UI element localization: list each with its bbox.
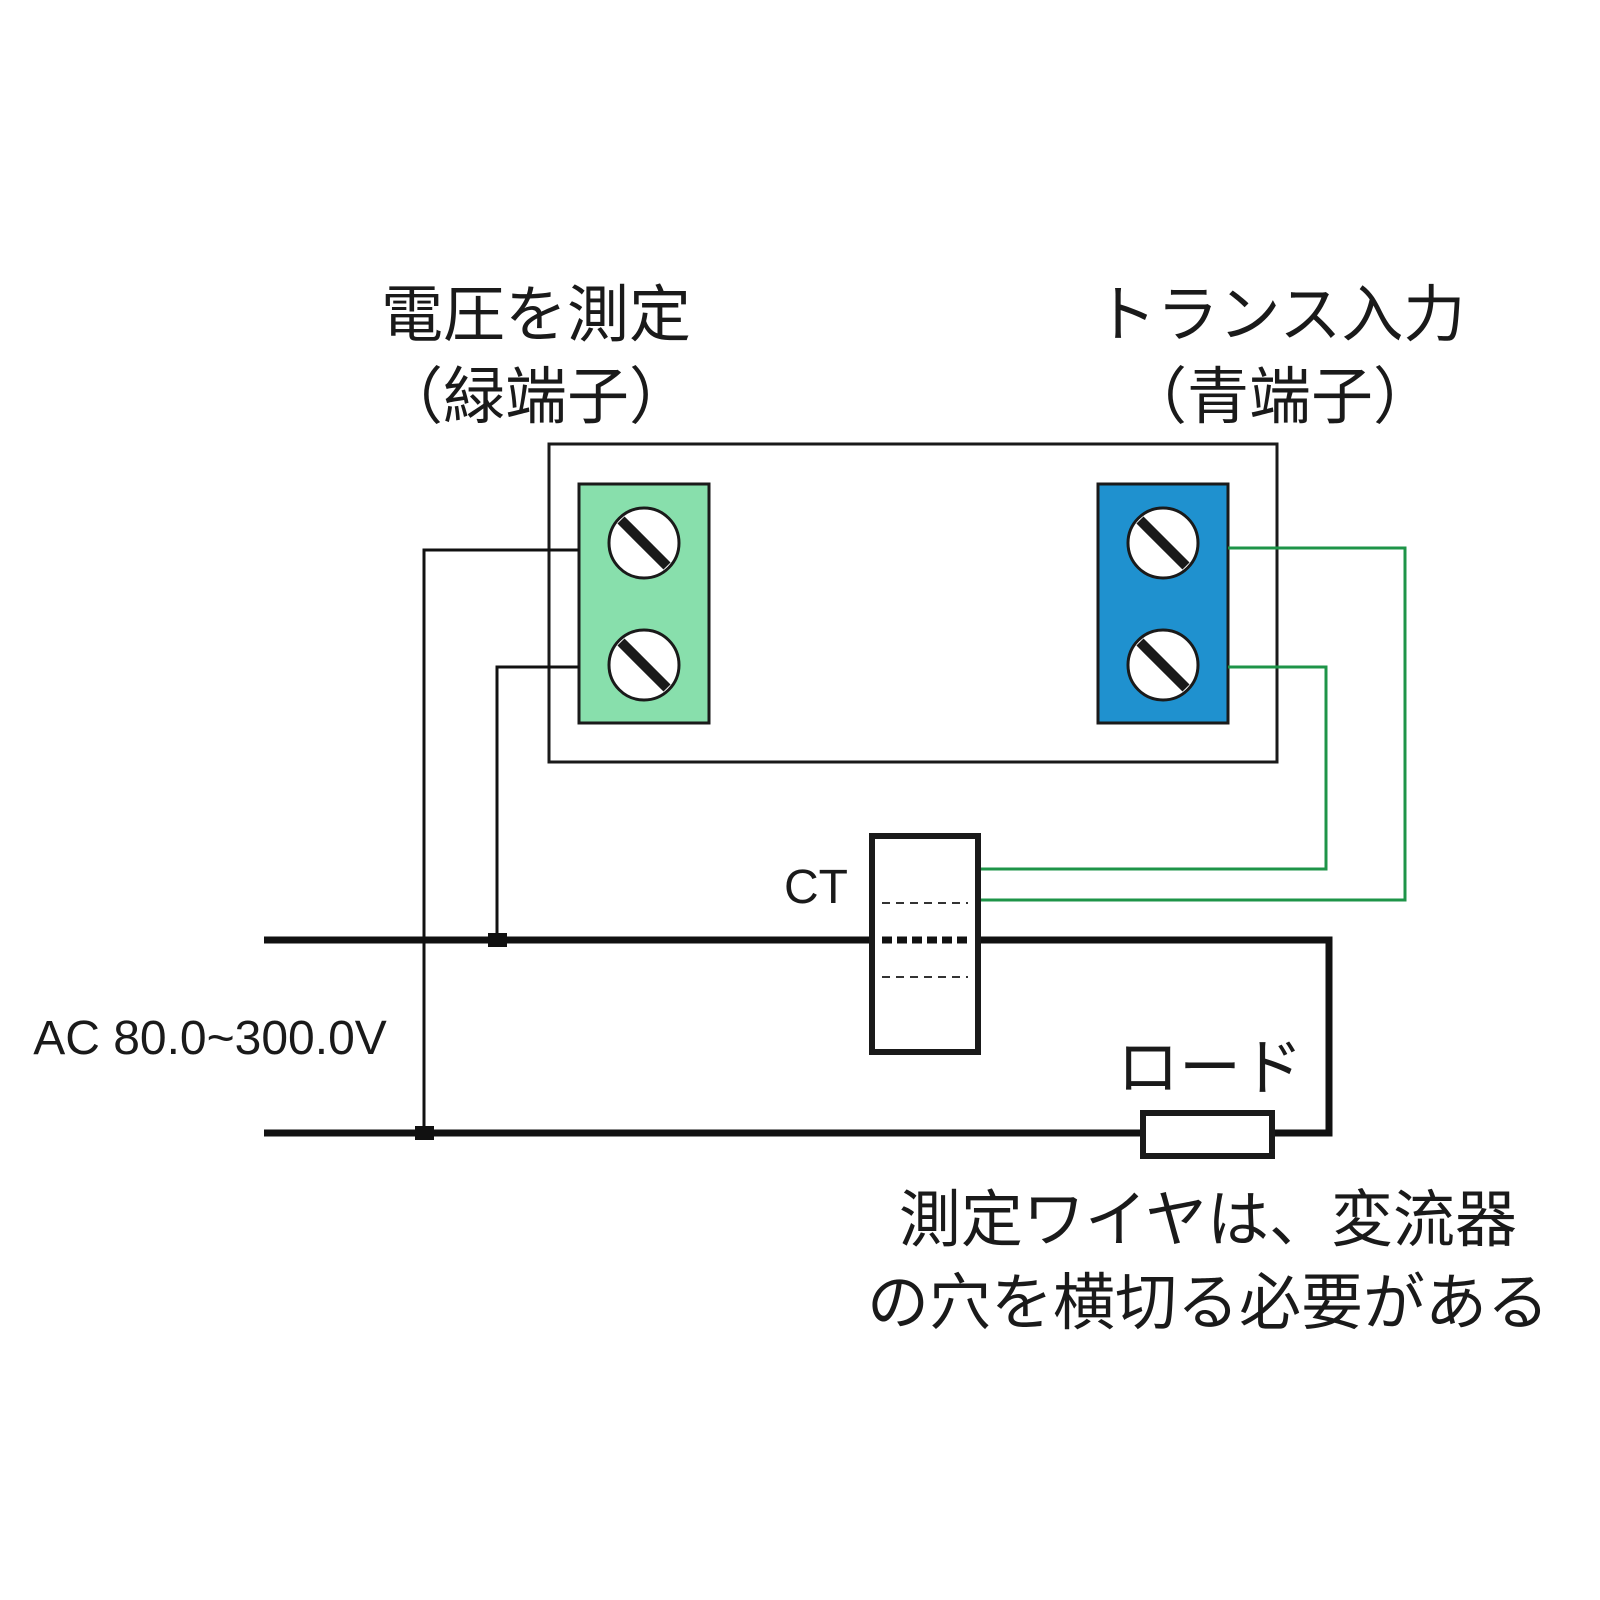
transformer-terminal-title: トランス入力 [1095,278,1466,351]
ac-supply-label: AC 80.0~300.0V [33,1012,387,1065]
load-label: ロード [1117,1031,1303,1104]
voltage-sense-wire-2 [495,665,579,937]
ct-wire-inner [978,665,1328,871]
blue-terminal-screw-top-icon [1126,506,1200,580]
note-line-2: の穴を横切る必要がある [867,1266,1549,1339]
green-terminal-screw-top-icon [607,506,681,580]
voltage-terminal-title: 電圧を測定 [381,278,691,351]
current-transformer [869,833,981,1055]
transformer-terminal-subtitle: （青端子） [1125,360,1435,433]
ac-line-top-right [978,936,1333,1137]
junction-top [488,933,507,947]
green-terminal-screw-bottom-icon [607,628,681,702]
ct-wire-outer [978,546,1407,902]
load-resistor [1140,1110,1275,1159]
note-line-1: 測定ワイヤは、変流器 [899,1183,1517,1256]
ct-label: CT [784,861,848,914]
junction-bottom [415,1126,434,1140]
voltage-terminal-subtitle: （緑端子） [381,360,691,433]
blue-terminal-screw-bottom-icon [1126,628,1200,702]
